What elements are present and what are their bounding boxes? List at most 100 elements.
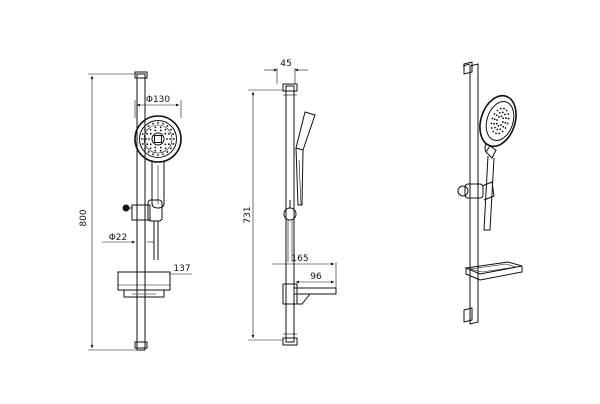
nozzle-dot — [147, 125, 150, 127]
side-slider-knob — [283, 200, 297, 262]
dim-projection-label: 165 — [291, 254, 308, 264]
front-view: 800 Φ130 Φ22 137 — [79, 71, 192, 351]
nozzle-dot — [149, 128, 152, 131]
nozzle-dot — [498, 111, 501, 114]
nozzle-dot — [159, 149, 162, 152]
nozzle-dot — [501, 111, 504, 114]
dim-total-height-label: 800 — [79, 209, 89, 226]
nozzle-dot — [166, 125, 169, 127]
nozzle-dot — [147, 151, 150, 153]
side-rail — [282, 83, 298, 346]
dim-side-height-label: 731 — [243, 206, 253, 223]
nozzle-dot — [496, 119, 498, 121]
nozzle-dot — [493, 122, 495, 125]
nozzle-dot — [504, 127, 507, 129]
front-rail — [134, 71, 148, 351]
nozzle-dot — [157, 154, 159, 156]
nozzle-dot — [491, 117, 494, 120]
nozzle-dot — [159, 129, 162, 132]
nozzle-dot — [495, 114, 498, 117]
dim-top-offset-label: 45 — [280, 59, 291, 69]
dim-head-diameter-label: Φ130 — [146, 95, 171, 105]
perspective-head-nozzles — [490, 107, 510, 135]
nozzle-dot — [500, 115, 503, 118]
front-soap-dish — [117, 271, 171, 298]
nozzle-dot — [502, 125, 505, 128]
nozzle-dot — [499, 107, 502, 110]
dim-side-height: 731 — [243, 89, 283, 341]
nozzle-dot — [141, 133, 144, 135]
side-shower-head — [295, 111, 316, 206]
nozzle-dot — [146, 143, 149, 146]
dim-rail-diameter: Φ22 — [102, 233, 154, 244]
nozzle-dot — [154, 146, 157, 149]
nozzle-dot — [172, 133, 175, 135]
nozzle-dot — [506, 122, 509, 125]
front-hose — [153, 221, 159, 260]
nozzle-dot — [490, 127, 493, 129]
nozzle-dot — [152, 122, 154, 125]
dim-dish-width: 96 — [293, 272, 335, 288]
nozzle-dot — [172, 143, 175, 145]
nozzle-dot — [162, 122, 164, 125]
dim-dish-depth: 137 — [170, 264, 192, 275]
dim-dish-depth-label: 137 — [173, 264, 190, 274]
dim-dish-width-label: 96 — [310, 272, 322, 282]
perspective-shower-head — [479, 94, 517, 231]
nozzle-dot — [154, 129, 157, 132]
perspective-slider — [457, 181, 495, 201]
nozzle-dot — [164, 128, 167, 131]
front-slider-holder — [122, 199, 163, 222]
nozzle-dot — [148, 138, 150, 140]
dim-total-height: 800 — [79, 73, 137, 351]
nozzle-dot — [145, 138, 147, 140]
nozzle-dot — [164, 143, 167, 146]
nozzle-dot — [501, 130, 504, 133]
nozzle-dot — [144, 147, 146, 150]
nozzle-dot — [500, 124, 502, 126]
nozzle-dot — [159, 126, 162, 129]
nozzle-dot — [164, 132, 167, 135]
nozzle-dot — [154, 126, 157, 129]
nozzle-dot — [493, 113, 496, 115]
nozzle-dot — [152, 153, 154, 156]
nozzle-dot — [497, 124, 500, 127]
nozzle-dot — [141, 143, 144, 145]
nozzle-dot — [159, 146, 162, 149]
nozzle-dot — [166, 138, 168, 140]
nozzle-dot — [503, 107, 505, 110]
nozzle-dot — [169, 138, 171, 140]
nozzle-dot — [498, 132, 501, 135]
nozzle-dot — [505, 117, 507, 120]
nozzle-dot — [504, 121, 507, 124]
nozzle-dot — [167, 143, 170, 146]
dim-top-offset: 45 — [264, 59, 308, 84]
perspective-soap-dish — [464, 261, 523, 281]
nozzle-dot — [146, 132, 149, 135]
nozzle-dot — [504, 113, 506, 116]
nozzle-dot — [495, 122, 498, 125]
nozzle-dot — [162, 153, 164, 156]
nozzle-dot — [170, 147, 172, 150]
nozzle-dot — [141, 138, 143, 140]
nozzle-dot — [149, 132, 152, 135]
nozzle-dot — [492, 130, 495, 133]
nozzle-dot — [502, 121, 504, 123]
nozzle-dot — [154, 149, 157, 152]
nozzle-dot — [496, 109, 499, 112]
nozzle-dot — [495, 132, 497, 135]
nozzle-dot — [166, 151, 169, 153]
front-shower-head — [134, 115, 182, 209]
nozzle-dot — [170, 128, 172, 131]
nozzle-dot — [493, 118, 496, 121]
nozzle-dot — [164, 147, 167, 150]
nozzle-dot — [507, 117, 510, 120]
front-head-nozzles — [141, 122, 175, 156]
side-soap-dish — [282, 283, 337, 305]
nozzle-dot — [157, 122, 159, 124]
side-view: 45 731 165 96 — [243, 59, 337, 346]
nozzle-dot — [505, 109, 508, 112]
nozzle-dot — [499, 128, 502, 131]
